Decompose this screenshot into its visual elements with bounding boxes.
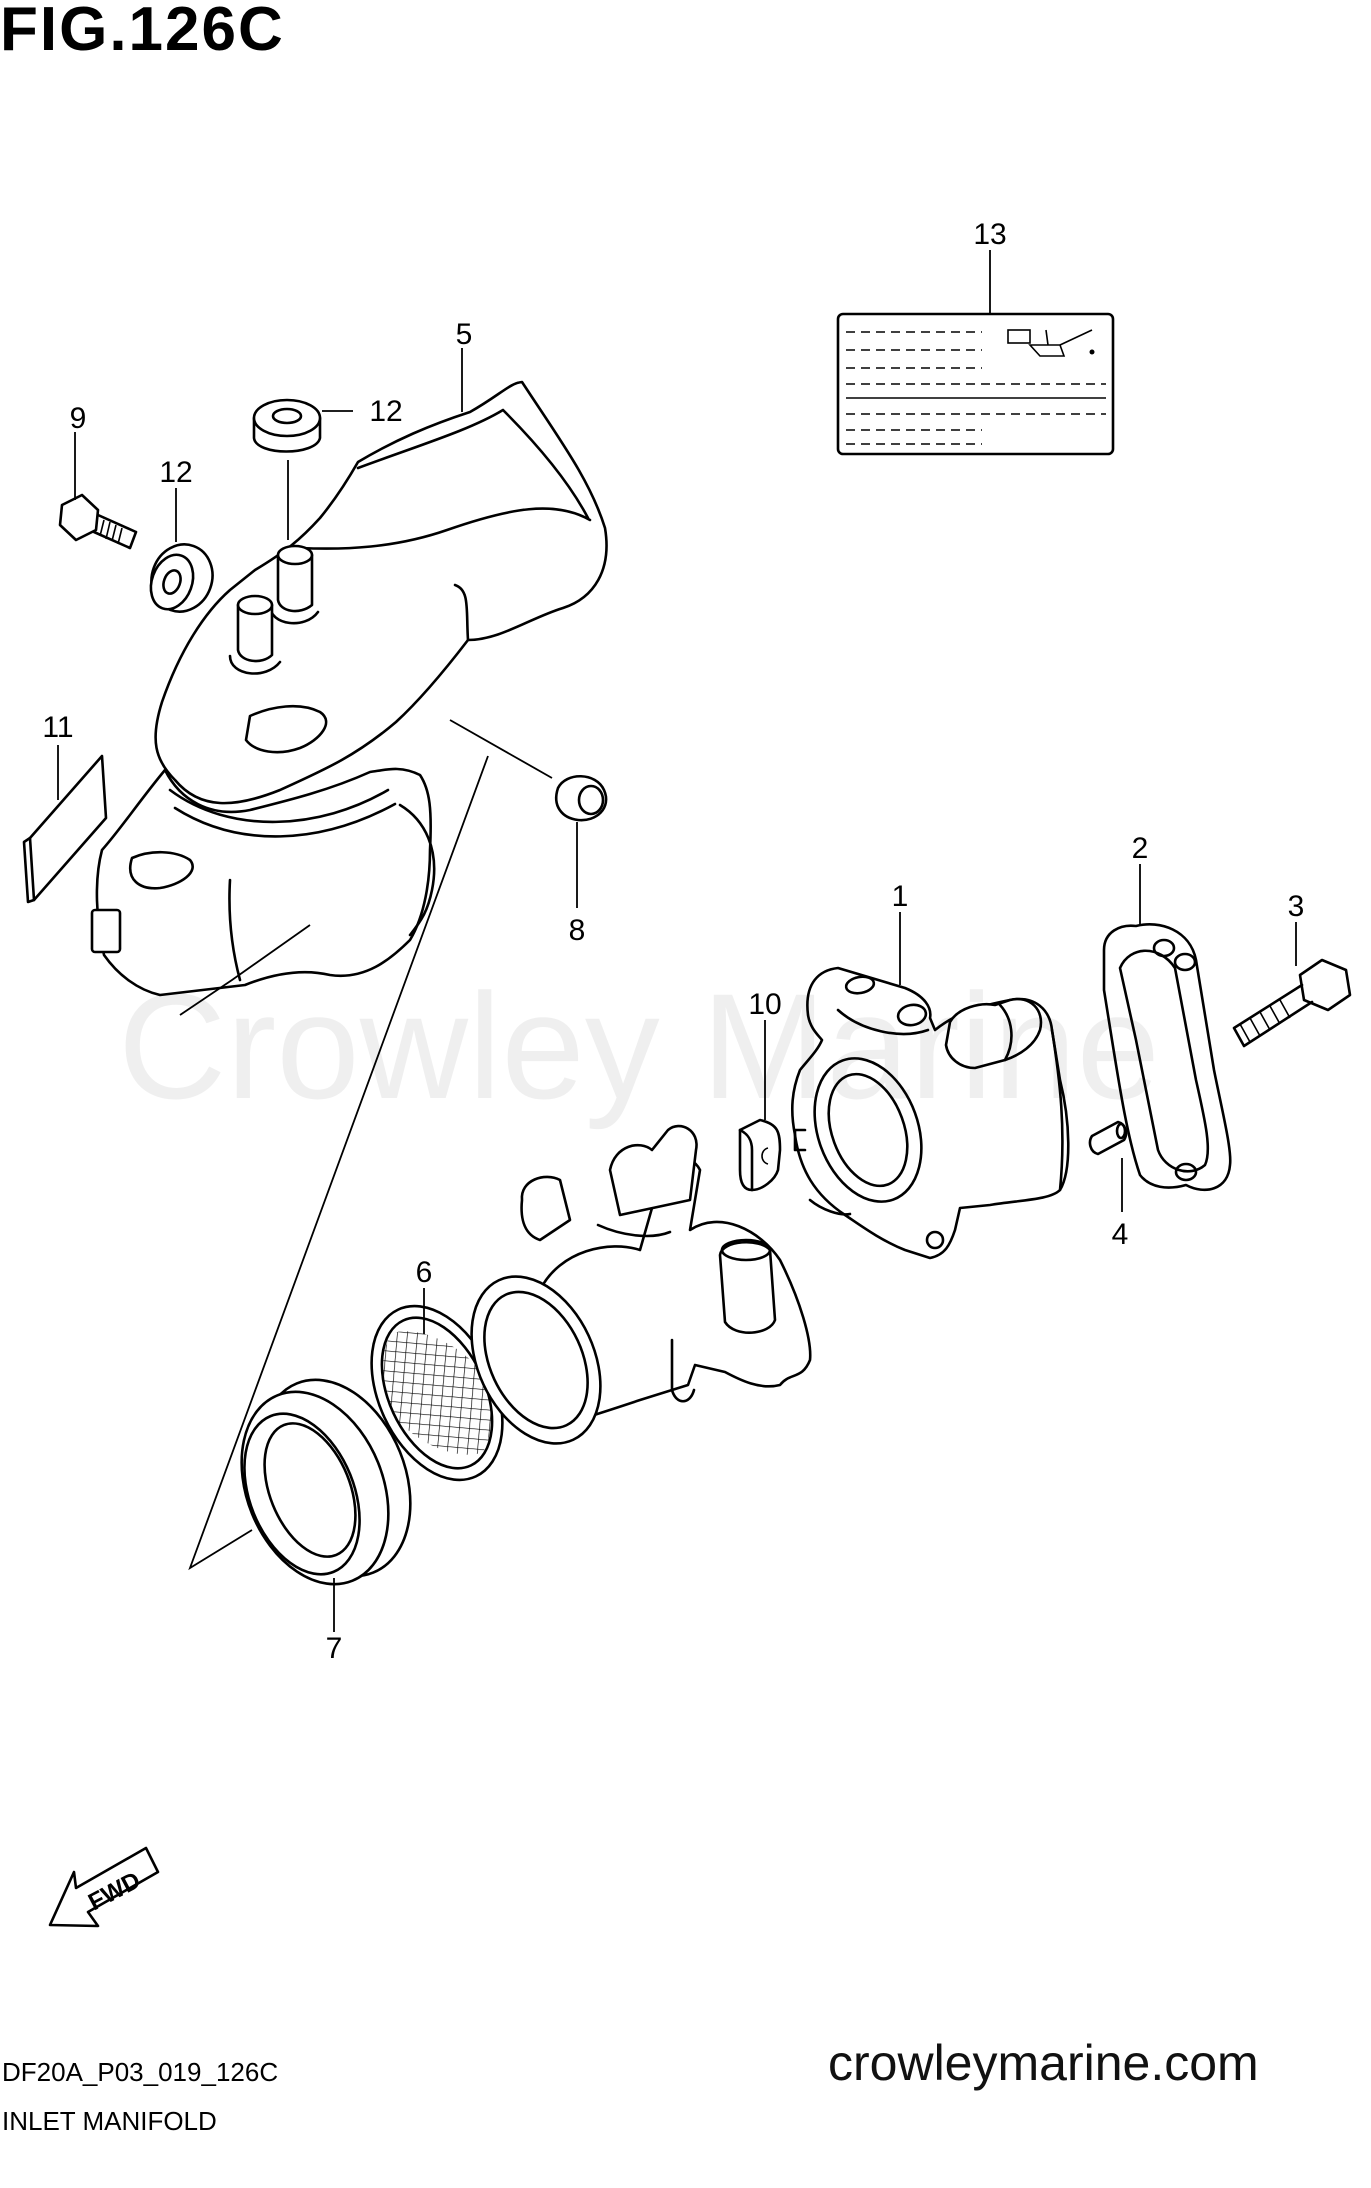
callout-3: 3: [1288, 890, 1305, 923]
leader-lines: [57, 250, 1297, 1632]
manifold-gasket-part: [1102, 923, 1232, 1192]
grommet-top-part: [252, 398, 322, 453]
sponge-pad-part: [22, 754, 108, 904]
callout-12-side: 12: [159, 456, 192, 489]
callout-7: 7: [326, 1632, 343, 1665]
figure-title: FIG.126C: [0, 0, 285, 64]
website-link[interactable]: crowleymarine.com: [828, 2035, 1259, 2091]
seal-ring-part: [240, 1378, 412, 1586]
assembly-guide-line: [179, 755, 489, 1571]
callout-9: 9: [70, 402, 87, 435]
callout-6: 6: [416, 1256, 433, 1289]
grommet-side-part: [149, 543, 214, 613]
caution-label-part: [836, 312, 1115, 456]
fwd-arrow-icon: FWD: [48, 1846, 160, 1928]
manifold-bolt-part: [1232, 958, 1352, 1048]
watermark-text: Crowley Marine: [118, 962, 1160, 1130]
callout-labels: 13 5 12 9 12 11 8 2 1 3 10 4 6 7: [42, 218, 1304, 1665]
callout-5: 5: [456, 318, 473, 351]
figure-code: DF20A_P03_019_126C: [2, 2057, 279, 2087]
callout-1: 1: [892, 880, 909, 913]
clip-part: [738, 1118, 782, 1192]
callout-13: 13: [973, 218, 1006, 251]
callout-12-top: 12: [369, 395, 402, 428]
grommet-part: [555, 775, 608, 822]
callout-4: 4: [1112, 1218, 1129, 1251]
throttle-body: [470, 1124, 812, 1445]
callout-11: 11: [42, 711, 73, 744]
oil-can-icon: [1007, 329, 1095, 357]
callout-10: 10: [748, 988, 781, 1021]
intake-silencer-case-part: [90, 380, 608, 997]
silencer-bolt-part: [58, 493, 138, 550]
callout-8: 8: [569, 914, 586, 947]
dowel-pin-part: [1088, 1120, 1128, 1156]
callout-2: 2: [1132, 832, 1149, 865]
inlet-manifold-part: [790, 966, 1070, 1260]
section-title: INLET MANIFOLD: [2, 2106, 217, 2136]
screen-part: [370, 1304, 504, 1482]
